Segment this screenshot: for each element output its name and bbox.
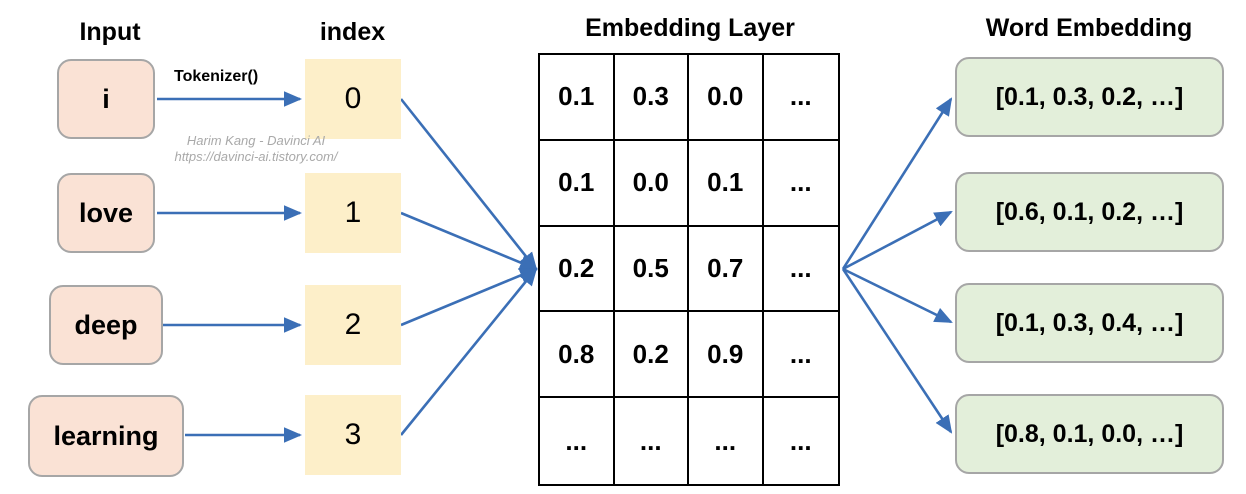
word-embedding-box-3[interactable]: [0.1, 0.3, 0.4, …] — [955, 283, 1224, 363]
input-box-learning[interactable]: learning — [28, 395, 184, 477]
embedding-cell: ... — [540, 398, 615, 484]
input-box-i[interactable]: i — [57, 59, 155, 139]
embedding-cell: ... — [789, 425, 812, 456]
embedding-cell: 0.2 — [614, 312, 689, 399]
index-box-3[interactable]: 3 — [305, 395, 401, 475]
input-box-love[interactable]: love — [57, 173, 155, 253]
embedding-cell: 0.0 — [614, 140, 689, 227]
word-embedding-box-2[interactable]: [0.6, 0.1, 0.2, …] — [955, 172, 1224, 252]
index-box-1[interactable]: 1 — [305, 173, 401, 253]
embedding-cell: 0.2 — [540, 226, 615, 313]
embedding-cell: 0.9 — [689, 312, 764, 399]
tokenizer-label: Tokenizer() — [174, 68, 259, 85]
embedding-cell: 0.8 — [540, 312, 615, 399]
index-box-2[interactable]: 2 — [305, 285, 401, 365]
embedding-cell: ... — [689, 398, 764, 484]
column-title-input: Input — [79, 18, 141, 46]
embedding-cell: ... — [763, 55, 838, 141]
embedding-cell: ... — [763, 312, 838, 399]
embedding-cell: 0.0 — [689, 55, 764, 141]
word-embedding-box-1[interactable]: [0.1, 0.3, 0.2, …] — [955, 57, 1224, 137]
column-title-word-embedding: Word Embedding — [985, 14, 1193, 42]
index-box-0[interactable]: 0 — [305, 59, 401, 139]
input-box-deep[interactable]: deep — [49, 285, 163, 365]
column-title-embedding-layer: Embedding Layer — [585, 14, 795, 42]
embedding-to-word-arrows — [841, 97, 953, 434]
embedding-cell: 0.1 — [689, 140, 764, 227]
embedding-cell: 0.7 — [689, 226, 764, 313]
column-title-index: index — [319, 18, 386, 46]
index-to-embedding-arrows — [399, 98, 538, 436]
embedding-cell: 0.1 — [540, 140, 615, 227]
watermark-author: Harim Kang - Davinci AI — [186, 133, 326, 148]
watermark: Harim Kang - Davinci AI https://davinci-… — [156, 133, 356, 166]
embedding-cell: ... — [615, 398, 689, 484]
embedding-cell: 0.3 — [614, 55, 689, 141]
embedding-layer-table: 0.1 0.3 0.0 ... 0.1 0.0 0.1 ... 0.2 0.5 … — [538, 53, 840, 486]
embedding-cell: ... — [763, 141, 838, 227]
embedding-cell: 0.1 — [540, 55, 615, 141]
embedding-cell: ... — [763, 227, 838, 313]
word-embedding-box-4[interactable]: [0.8, 0.1, 0.0, …] — [955, 394, 1224, 474]
embedding-cell: 0.5 — [614, 226, 689, 313]
watermark-url: https://davinci-ai.tistory.com/ — [174, 149, 338, 165]
